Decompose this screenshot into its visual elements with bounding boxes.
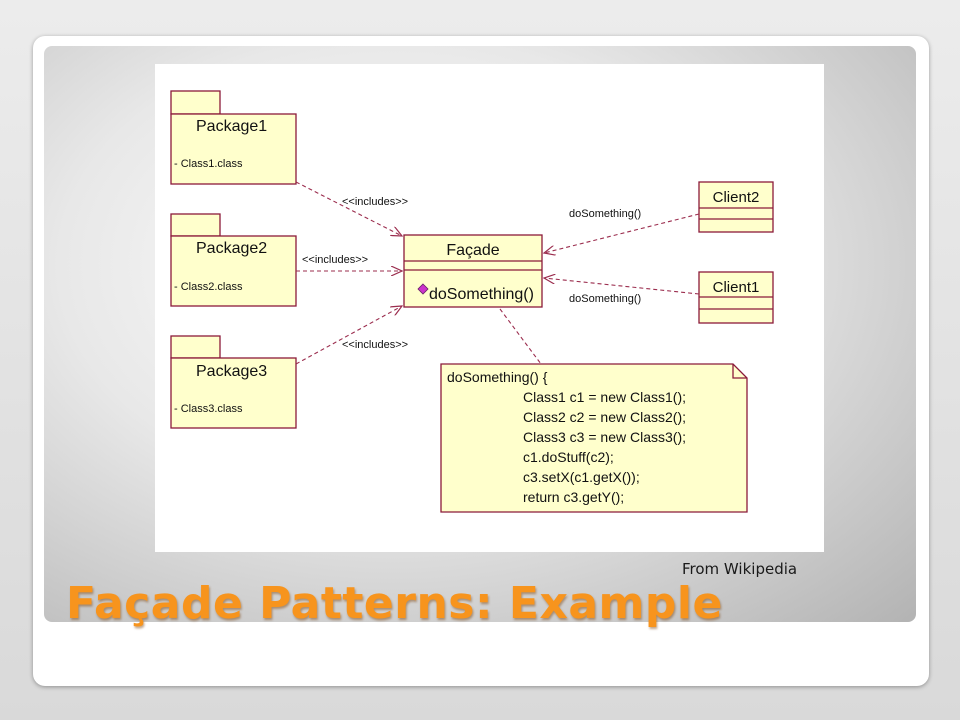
package-3: Package3 - Class3.class [170, 335, 297, 429]
edge-label-client1-call: doSomething() [569, 293, 641, 305]
client-1-name: Client1 [713, 279, 760, 296]
code-note: doSomething() { Class1 c1 = new Class1()… [440, 363, 748, 513]
edge-client1-to-facade [544, 278, 700, 295]
uml-diagram-canvas: Package1 - Class1.class Package2 - Class… [170, 90, 774, 513]
facade-class-box [403, 234, 543, 308]
package-2-member: - Class2.class [174, 281, 243, 293]
edge-facade-to-note [499, 308, 542, 365]
package-1-name: Package1 [196, 118, 267, 135]
package-3-tab [170, 335, 221, 359]
note-line-4: Class3 c3 = new Class3(); [523, 429, 686, 445]
slide-title: Façade Patterns: Example [66, 578, 723, 629]
facade-method: doSomething() [429, 286, 534, 303]
package-1-tab [170, 90, 221, 115]
code-note-fold [732, 364, 747, 379]
package-1: Package1 - Class1.class [170, 90, 297, 185]
edge-label-includes-2: <<includes>> [302, 254, 368, 266]
client-2-name: Client2 [713, 189, 760, 206]
edge-label-includes-3: <<includes>> [342, 339, 408, 351]
note-line-3: Class2 c2 = new Class2(); [523, 409, 686, 425]
note-line-1: doSomething() { [447, 369, 548, 385]
package-1-member: - Class1.class [174, 158, 243, 170]
note-line-7: return c3.getY(); [523, 489, 624, 505]
client-2-box [698, 181, 774, 233]
edge-label-client2-call: doSomething() [569, 208, 641, 220]
edge-package1-to-facade [295, 181, 402, 236]
uml-diagram: Package1 - Class1.class Package2 - Class… [155, 64, 824, 552]
note-line-2: Class1 c1 = new Class1(); [523, 389, 686, 405]
image-source-caption: From Wikipedia [682, 560, 798, 578]
package-2-name: Package2 [196, 240, 267, 257]
facade-class-name: Façade [446, 242, 499, 259]
edge-client2-to-facade [544, 213, 700, 253]
package-3-body [170, 357, 297, 429]
edge-label-includes-1: <<includes>> [342, 196, 408, 208]
package-1-body [170, 113, 297, 185]
package-2-tab [170, 213, 221, 237]
note-line-6: c3.setX(c1.getX()); [523, 469, 640, 485]
package-3-member: - Class3.class [174, 403, 243, 415]
package-2: Package2 - Class2.class [170, 213, 297, 307]
client-1: Client1 [698, 271, 774, 324]
package-3-name: Package3 [196, 363, 267, 380]
facade-class: Façade doSomething() [403, 234, 543, 308]
code-note-box [440, 363, 748, 513]
client-2: Client2 [698, 181, 774, 233]
note-line-5: c1.doStuff(c2); [523, 449, 614, 465]
edge-package3-to-facade [295, 306, 402, 365]
public-method-icon [417, 283, 429, 295]
